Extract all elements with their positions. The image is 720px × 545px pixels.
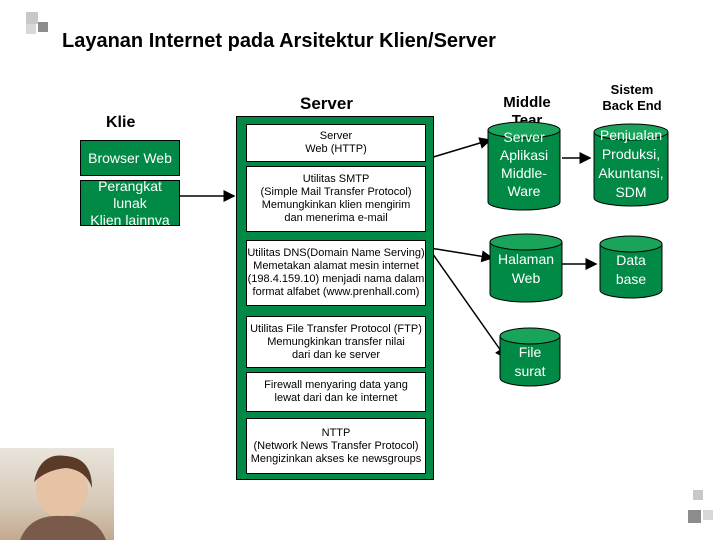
- backend-heading: Sistem Back End: [602, 82, 662, 113]
- server-firewall: Firewall menyaring data yang lewat dari …: [246, 372, 426, 412]
- business-systems-cylinder: [593, 123, 669, 207]
- decor-square: [38, 22, 48, 32]
- person-illustration: [20, 455, 106, 540]
- database-label: Data base: [615, 252, 647, 287]
- mail-files-cylinder: [499, 327, 561, 387]
- web-pages-cylinder: [489, 233, 563, 303]
- decor-square: [703, 510, 713, 520]
- client-other-software: Perangkat lunak Klien lainnya: [80, 180, 180, 226]
- server-dns: Utilitas DNS(Domain Name Serving) Memeta…: [246, 240, 426, 306]
- person-photo: [0, 448, 114, 540]
- client-browser: Browser Web: [80, 140, 180, 176]
- server-nttp: NTTP (Network News Transfer Protocol) Me…: [246, 418, 426, 474]
- decor-square: [693, 490, 703, 500]
- business-systems-label: Penjualan Produksi, Akuntansi, SDM: [598, 127, 664, 200]
- server-middleware-arrow: [429, 137, 492, 159]
- web-pages-label: Halaman Web: [497, 251, 555, 286]
- server-web-arrow: [429, 247, 494, 263]
- decor-square: [26, 12, 38, 24]
- server-smtp: Utilitas SMTP (Simple Mail Transfer Prot…: [246, 166, 426, 232]
- server-web-http: Server Web (HTTP): [246, 124, 426, 162]
- middleware-cylinder: [487, 121, 561, 211]
- server-heading: Server: [300, 94, 353, 113]
- middleware-label: Server Aplikasi Middle- Ware: [499, 129, 549, 199]
- page-title: Layanan Internet pada Arsitektur Klien/S…: [62, 30, 496, 52]
- decor-square: [26, 24, 36, 34]
- mail-files-label: File surat: [514, 344, 546, 379]
- decor-square: [688, 510, 701, 523]
- server-ftp: Utilitas File Transfer Protocol (FTP) Me…: [246, 316, 426, 368]
- server-file-arrow: [429, 249, 507, 360]
- database-cylinder: [599, 235, 663, 299]
